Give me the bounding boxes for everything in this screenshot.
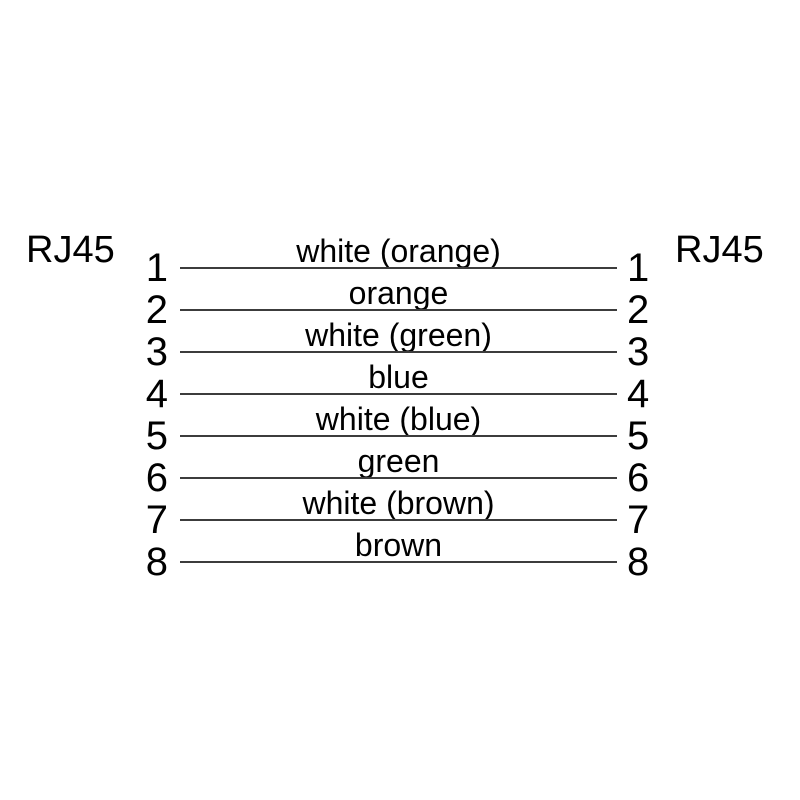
wire-line: [180, 309, 617, 311]
pin-number-right: 5: [627, 414, 650, 458]
wire-line: [180, 561, 617, 563]
wire-color-label: brown: [354, 527, 443, 563]
wire-color-label: white (orange): [296, 233, 501, 269]
wire-row: 4 blue 4: [146, 353, 650, 415]
pin-number-left: 4: [145, 372, 168, 416]
pin-number-right: 6: [627, 456, 650, 500]
pin-number-right: 7: [627, 498, 650, 542]
wire-row: 1 white (orange) 1: [146, 227, 650, 289]
connector-label-left: RJ45: [26, 229, 115, 271]
wire-row: 2 orange 2: [146, 269, 650, 331]
wire-row: 3 white (green) 3: [146, 311, 650, 373]
wire-color-label: orange: [348, 275, 449, 311]
wire-line: [180, 393, 617, 395]
wire-color-label: white (brown): [302, 485, 495, 521]
wire-row: 8 brown 8: [146, 521, 650, 583]
pin-number-right: 3: [627, 330, 650, 374]
wire-line: [180, 435, 617, 437]
pin-number-left: 7: [145, 498, 168, 542]
pin-number-left: 8: [145, 540, 168, 584]
wire-line: [180, 351, 617, 353]
pin-number-left: 6: [145, 456, 168, 500]
wire-row: 7 white (brown) 7: [146, 479, 650, 541]
pin-number-right: 8: [627, 540, 650, 584]
wire-color-label: white (blue): [315, 401, 482, 437]
wire-color-label: blue: [368, 359, 429, 395]
wire-line: [180, 477, 617, 479]
pin-number-right: 1: [627, 246, 650, 290]
wire-row: 5 white (blue) 5: [146, 395, 650, 457]
pin-number-left: 2: [145, 288, 168, 332]
wire-color-label: green: [357, 443, 440, 479]
wire-color-label: white (green): [305, 317, 492, 353]
pin-number-right: 4: [627, 372, 650, 416]
pin-number-left: 5: [145, 414, 168, 458]
connector-label-right: RJ45: [675, 229, 764, 271]
pin-number-left: 3: [145, 330, 168, 374]
wire-row: 6 green 6: [146, 437, 650, 499]
wire-line: [180, 267, 617, 269]
pin-number-right: 2: [627, 288, 650, 332]
wire-line: [180, 519, 617, 521]
pin-number-left: 1: [145, 246, 168, 290]
